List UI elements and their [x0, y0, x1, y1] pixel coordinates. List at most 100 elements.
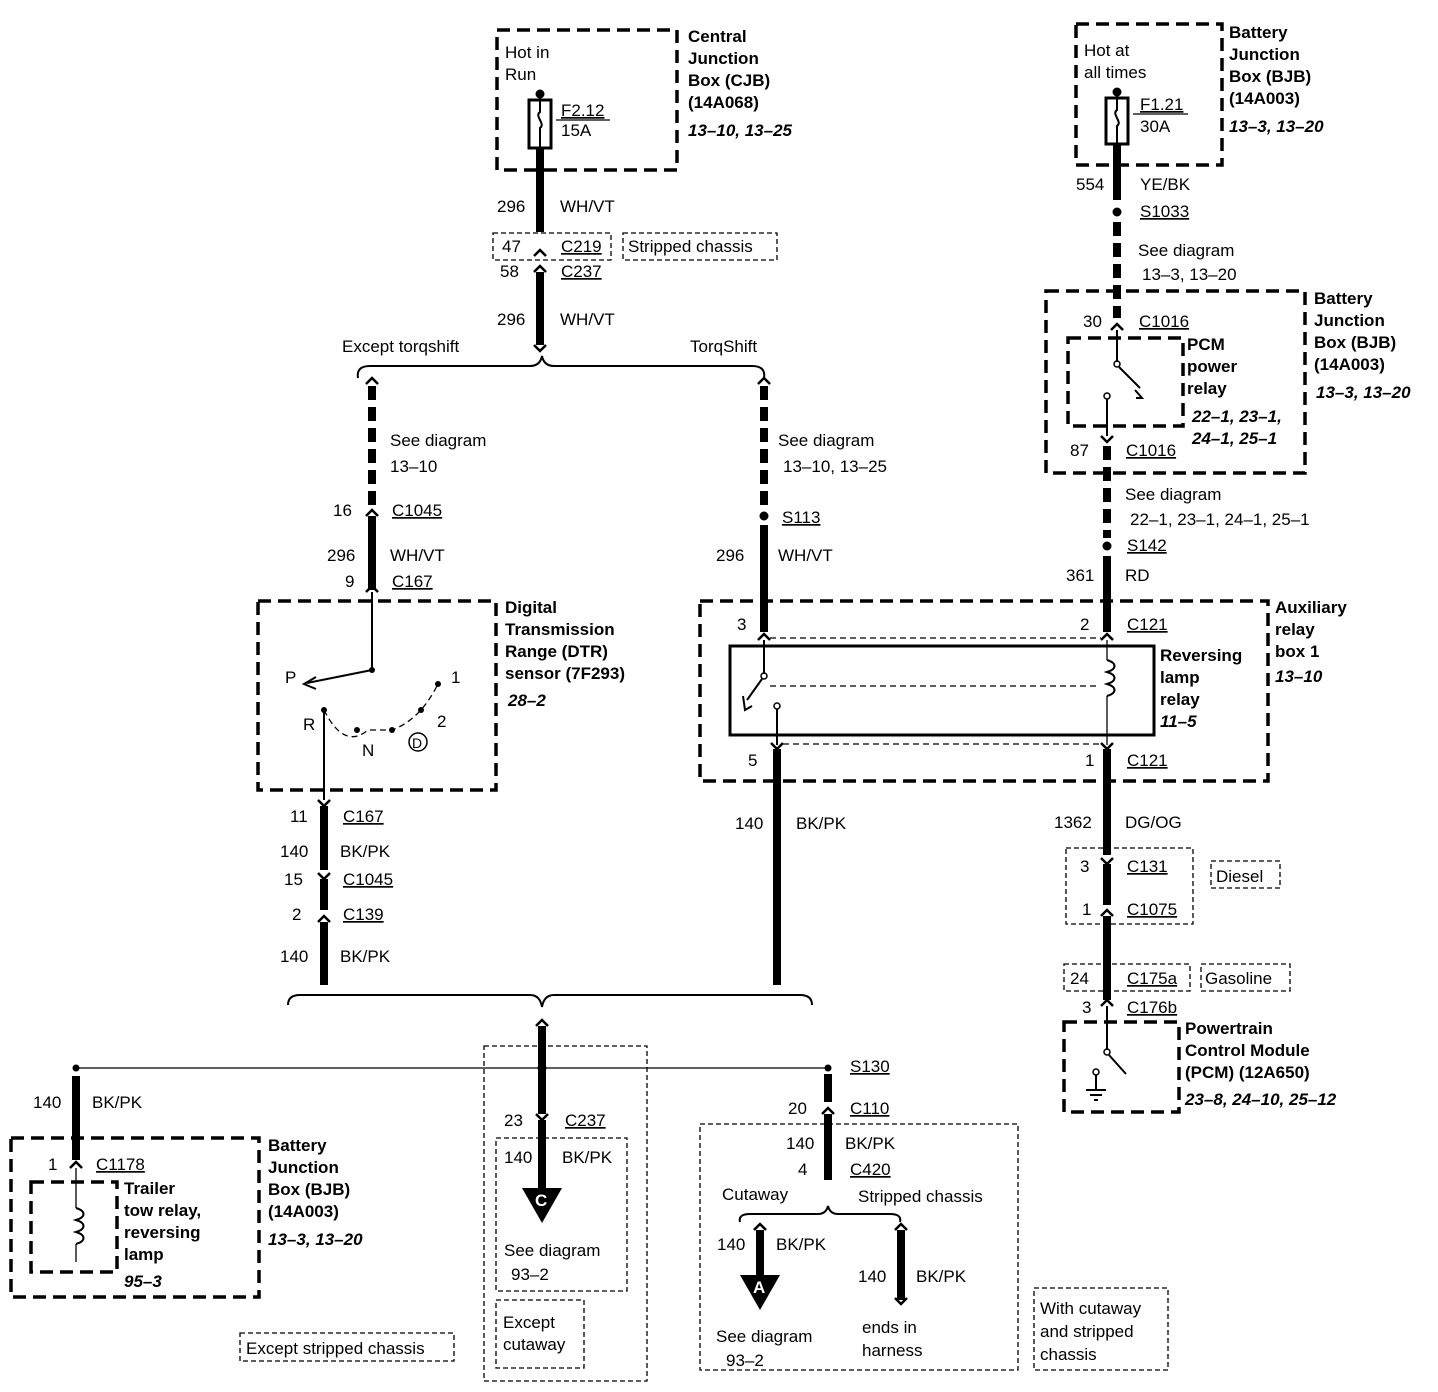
trailer-ref: 95–3 [124, 1272, 162, 1291]
c420-box [699, 1123, 1019, 1371]
bk-pk-l: BK/PK [92, 1093, 143, 1112]
wh-vt-d: WH/VT [778, 546, 833, 565]
p4: 4 [798, 1160, 807, 1179]
trailer-title-4: lamp [124, 1245, 164, 1264]
relay-title-1: Reversing [1160, 646, 1242, 665]
c139: C139 [343, 905, 384, 924]
pcm-title-3: (PCM) (12A650) [1185, 1063, 1310, 1082]
pcm-box [1062, 1020, 1181, 1114]
dtr-1: 1 [451, 668, 460, 687]
bjb-relay-title-3: Box (BJB) [1314, 333, 1396, 352]
c167-b: C167 [343, 807, 384, 826]
bjb-bottom-title-4: (14A003) [268, 1202, 339, 1221]
arrow-c [522, 1188, 562, 1223]
bjb-relay-ref: 13–3, 13–20 [1316, 383, 1411, 402]
dtr-title-2: Transmission [505, 620, 615, 639]
c140-b: 140 [280, 947, 308, 966]
stripped-chassis-label: Stripped chassis [628, 237, 753, 256]
p16: 16 [333, 501, 352, 520]
diesel-conn-box [1065, 847, 1194, 925]
bk-pk-f: BK/PK [916, 1267, 967, 1286]
cjb-hot-2: Run [505, 65, 536, 84]
aux-title-1: Auxiliary [1275, 598, 1347, 617]
diesel: Diesel [1216, 867, 1263, 886]
see-diagram-d-ref: 22–1, 23–1, 24–1, 25–1 [1130, 510, 1310, 529]
see-diagram-c-ref: 13–3, 13–20 [1142, 265, 1237, 284]
stripped: Stripped chassis [858, 1187, 983, 1206]
p1-c1075: 1 [1082, 900, 1091, 919]
bk-pk-c: BK/PK [562, 1148, 613, 1167]
bjb-relay-title-4: (14A003) [1314, 355, 1385, 374]
bjb-relay-title-1: Battery [1314, 289, 1373, 308]
pcm-title-2: Control Module [1185, 1041, 1310, 1060]
split-brace [356, 355, 766, 379]
splice-s142 [1102, 541, 1112, 551]
ends-1: ends in [862, 1318, 917, 1337]
cjb-title-3: Box (CJB) [688, 71, 770, 90]
except-cutaway-1: Except [503, 1313, 555, 1332]
c296-c: 296 [327, 546, 355, 565]
p87: 87 [1070, 441, 1089, 460]
dtr-title-4: sensor (7F293) [505, 664, 625, 683]
p24: 24 [1070, 969, 1089, 988]
bjb-top-title-1: Battery [1229, 23, 1288, 42]
bk-pk-e: BK/PK [776, 1235, 827, 1254]
relay-ref: 11–5 [1160, 712, 1197, 731]
c554: 554 [1076, 175, 1104, 194]
p3-c131: 3 [1080, 857, 1089, 876]
bk-pk-d: BK/PK [845, 1134, 896, 1153]
dtr-arc [323, 683, 439, 738]
cjb-ref: 13–10, 13–25 [688, 121, 793, 140]
bjb-bottom-title-2: Junction [268, 1158, 339, 1177]
p3-c176b: 3 [1082, 998, 1091, 1017]
c237-bottom: C237 [565, 1111, 606, 1130]
pcm-relay-title-3: relay [1187, 379, 1227, 398]
c237-inner-box [495, 1137, 628, 1292]
c420: C420 [850, 1160, 891, 1179]
dg-og: DG/OG [1125, 813, 1182, 832]
splice-s113 [759, 511, 769, 521]
c219-box [492, 232, 612, 261]
p9: 9 [345, 572, 354, 591]
bjb-relay-title-2: Junction [1314, 311, 1385, 330]
c140-d: 140 [786, 1134, 814, 1153]
connector-c237 [533, 264, 547, 273]
see-diagram-a-bottom: See diagram [716, 1327, 812, 1346]
c219: C219 [561, 237, 602, 256]
bk-pk-mid: BK/PK [796, 814, 847, 833]
s113: S113 [782, 508, 820, 527]
cjb-fuse-id: F2.12 [561, 101, 604, 120]
see-diagram-a-ref: 13–10 [390, 457, 437, 476]
aux-title-2: relay [1275, 620, 1315, 639]
c167-a: C167 [392, 572, 433, 591]
aux-p3: 3 [737, 615, 746, 634]
see-diagram-b-ref: 13–10, 13–25 [783, 457, 887, 476]
pcm-power-relay-box [1066, 336, 1185, 428]
cjb-title-4: (14A068) [688, 93, 759, 112]
dtr-d: D [412, 735, 422, 751]
with-cutaway-box [1033, 1287, 1169, 1371]
p23: 23 [504, 1111, 523, 1130]
c1178: C1178 [96, 1155, 145, 1174]
connector-c219 [533, 248, 547, 257]
torqshift: TorqShift [690, 337, 757, 356]
wh-vt-c: WH/VT [390, 546, 445, 565]
c47: 47 [502, 237, 521, 256]
dtr-r: R [303, 715, 315, 734]
with-cutaway-1: With cutaway [1040, 1299, 1142, 1318]
bjb-top-title-4: (14A003) [1229, 89, 1300, 108]
bjb-top-hot-2: all times [1084, 63, 1146, 82]
c1075: C1075 [1127, 900, 1177, 919]
dtr-title-1: Digital [505, 598, 557, 617]
c1045-a: C1045 [392, 501, 442, 520]
cjb-title-2: Junction [688, 49, 759, 68]
trailer-relay-coil [72, 1207, 85, 1245]
bjb-relay-box [1044, 289, 1307, 475]
bjb-fuse-id: F1.21 [1140, 95, 1183, 114]
dtr-wiper-arrow [301, 676, 317, 690]
pcm-relay-ref-2: 24–1, 25–1 [1191, 429, 1277, 448]
c140-mid: 140 [735, 814, 763, 833]
bk-pk-a: BK/PK [340, 842, 391, 861]
aux-p5: 5 [748, 751, 757, 770]
